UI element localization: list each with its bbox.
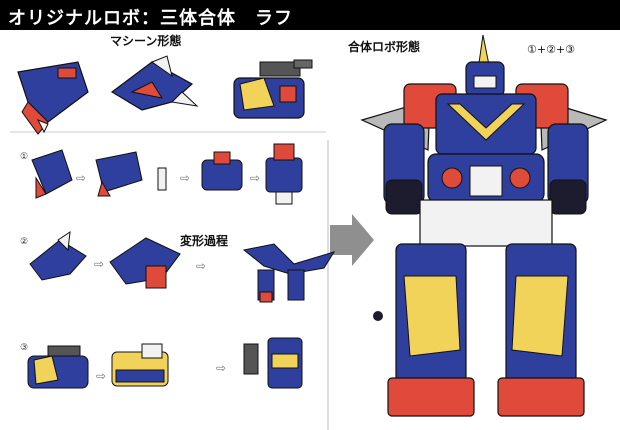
combine-arrow-icon <box>330 214 374 266</box>
combined-robot <box>360 34 608 417</box>
row1-step2 <box>95 151 143 197</box>
machine-forms-label: マシーン形態 <box>110 34 182 48</box>
machine-3 <box>233 59 313 119</box>
row3-step1 <box>27 345 89 389</box>
row3-step2 <box>111 343 169 387</box>
row3-step3 <box>243 337 303 389</box>
title-bar: オリジナルロボ：三体合体 ラフ <box>0 0 620 30</box>
row-marker-1: ① <box>20 152 29 162</box>
arrow-icon: ⇨ <box>76 171 86 185</box>
combined-form-label: 合体ロボ形態 <box>348 40 421 54</box>
row2-step1 <box>29 230 87 281</box>
row-marker-3: ③ <box>20 343 29 353</box>
arrow-icon: ⇨ <box>250 171 260 185</box>
arrow-icon: ⇨ <box>96 369 106 383</box>
row2-step3 <box>242 243 336 303</box>
row-marker-2: ② <box>20 237 29 247</box>
arrow-icon: ⇨ <box>196 259 206 273</box>
row1-step5 <box>265 143 303 205</box>
arrow-icon: ⇨ <box>216 361 226 375</box>
machine-1 <box>17 61 89 135</box>
transform-process-label: 変形過程 <box>180 234 229 248</box>
sheet-title: オリジナルロボ：三体合体 ラフ <box>8 8 293 29</box>
row2-step2 <box>109 237 181 289</box>
row1-step1 <box>31 149 73 199</box>
machine-2 <box>110 55 199 111</box>
arrow-icon: ⇨ <box>180 171 190 185</box>
arrow-icon: ⇨ <box>94 257 104 271</box>
row1-step3 <box>157 167 167 191</box>
row1-step4 <box>201 151 243 191</box>
combo-note: ①+②+③ <box>527 43 576 56</box>
